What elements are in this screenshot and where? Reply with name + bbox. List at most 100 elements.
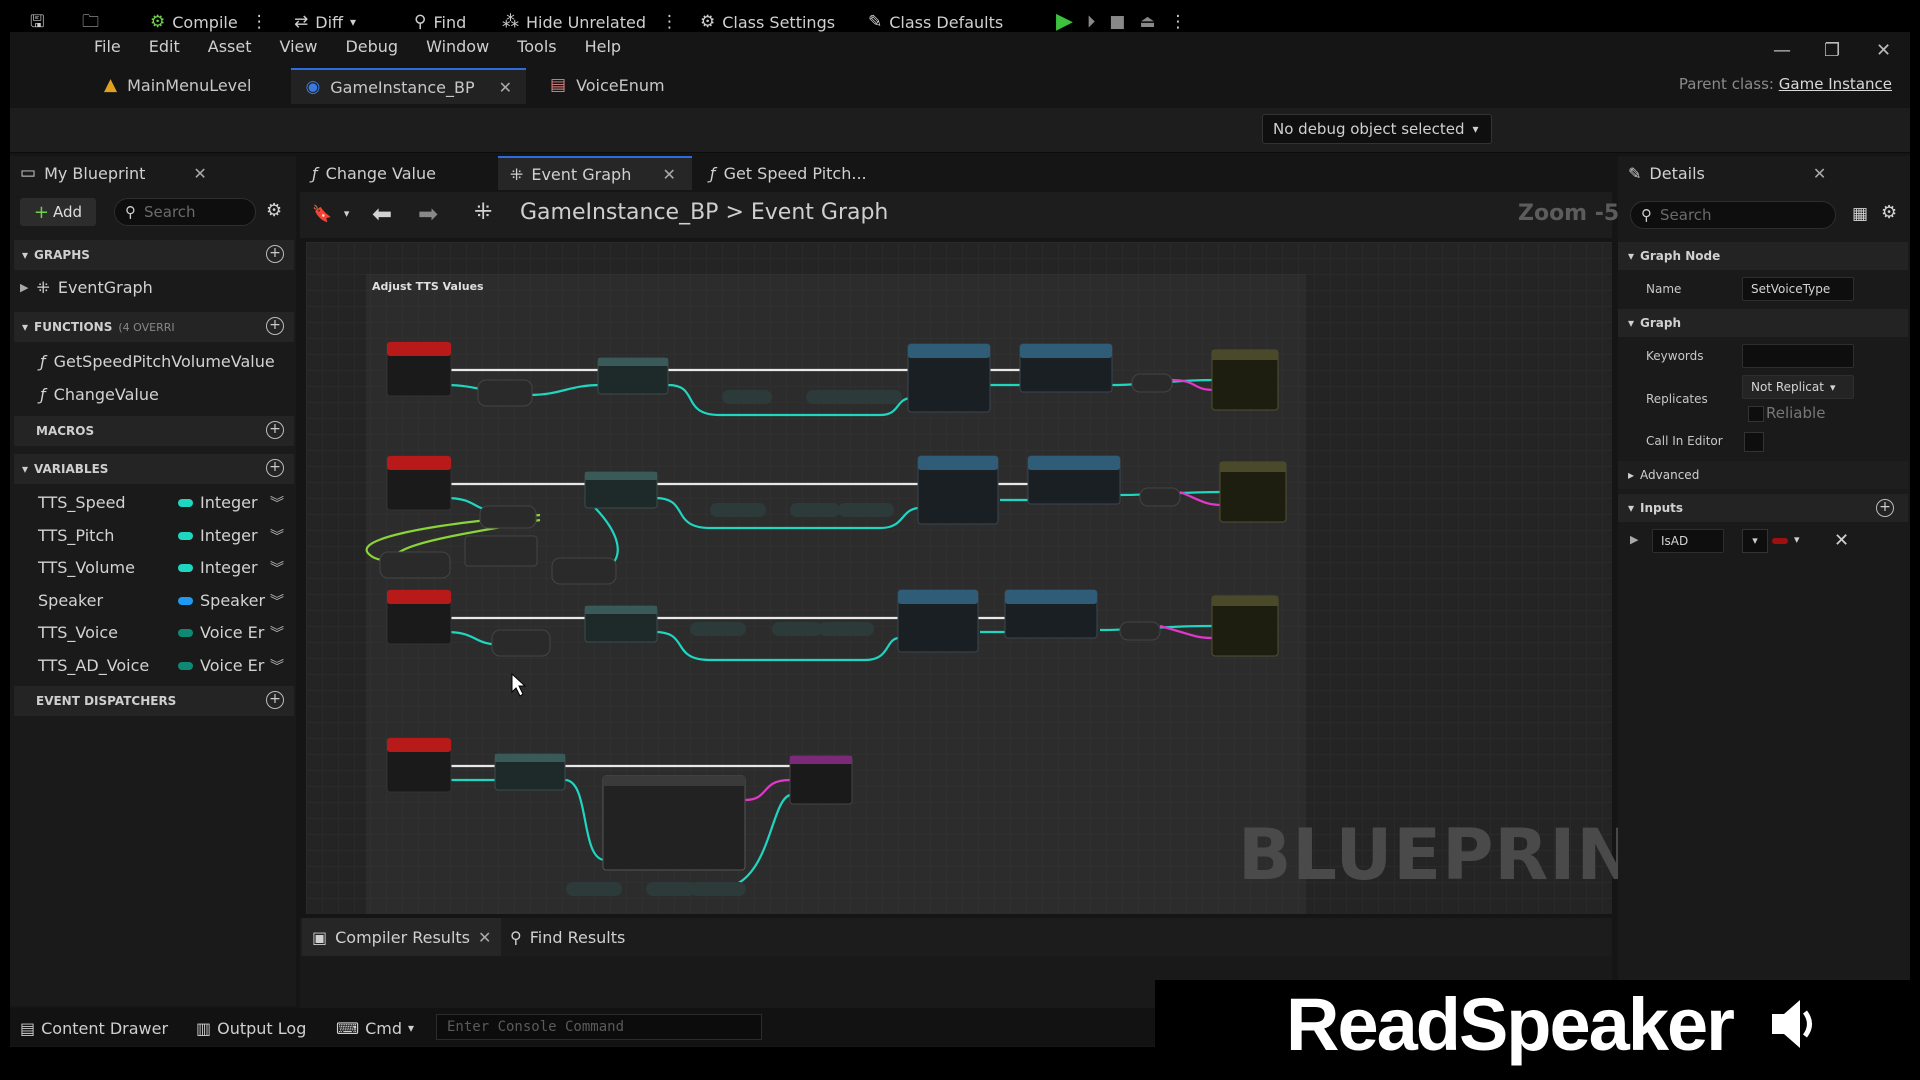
restore-icon[interactable]: ❐: [1824, 40, 1841, 61]
remove-input-icon[interactable]: ✕: [1834, 530, 1850, 551]
set-variable-node[interactable]: [597, 357, 669, 395]
doc-tab-voiceenum[interactable]: ▤ VoiceEnum: [536, 68, 679, 102]
function-call-node[interactable]: [917, 455, 999, 525]
custom-event-node[interactable]: [386, 737, 452, 793]
class-settings-button[interactable]: ⚙ Class Settings: [700, 10, 835, 34]
compile-button[interactable]: ⚙ Compile ⋮: [150, 10, 268, 34]
close-tab-icon[interactable]: ✕: [478, 927, 492, 947]
menu-asset[interactable]: Asset: [207, 37, 252, 56]
variable-type[interactable]: Voice Er: [200, 655, 265, 675]
math-node[interactable]: [379, 551, 451, 579]
getter-node[interactable]: [690, 622, 874, 636]
math-node[interactable]: [551, 557, 617, 585]
set-variable-node[interactable]: [494, 753, 566, 791]
bookmark-icon[interactable]: 🔖▾: [312, 204, 350, 223]
class-defaults-button[interactable]: ✎ Class Defaults: [868, 10, 1003, 34]
function-call-node[interactable]: [1004, 589, 1098, 639]
variable-type[interactable]: Integer: [200, 493, 258, 512]
set-voice-node[interactable]: [789, 755, 853, 805]
function-item[interactable]: ƒ ChangeValue: [40, 385, 159, 404]
details-tab[interactable]: ✎ Details ✕: [1628, 156, 1826, 190]
add-macro-icon[interactable]: +: [266, 421, 284, 439]
format-text-node[interactable]: [1211, 595, 1279, 657]
breadcrumb-blueprint[interactable]: GameInstance_BP: [520, 200, 719, 225]
call-in-editor-checkbox[interactable]: [1744, 432, 1764, 452]
variable-type[interactable]: Integer: [200, 525, 258, 545]
stop-icon[interactable]: ■: [1109, 11, 1126, 32]
graph-tab-change-value[interactable]: ƒ Change Value: [300, 156, 448, 190]
variable-type[interactable]: Speaker: [200, 590, 266, 610]
find-button[interactable]: ⚲ Find: [414, 10, 466, 34]
settings-gear-icon[interactable]: ⚙: [266, 200, 283, 221]
getter-node[interactable]: [566, 882, 746, 896]
add-function-icon[interactable]: +: [266, 317, 284, 335]
table-view-icon[interactable]: ▦: [1852, 204, 1869, 224]
add-button[interactable]: + Add: [20, 198, 96, 226]
close-tab-icon[interactable]: ✕: [1812, 163, 1827, 183]
comment-title[interactable]: Adjust TTS Values: [372, 280, 484, 293]
doc-tab-gameinstance[interactable]: ◉ GameInstance_BP ✕: [291, 68, 526, 104]
custom-event-node[interactable]: [386, 455, 452, 511]
close-tab-icon[interactable]: ✕: [498, 77, 512, 97]
hide-unrelated-button[interactable]: ⁂ Hide Unrelated ⋮: [502, 10, 678, 34]
close-tab-icon[interactable]: ✕: [193, 163, 207, 183]
math-node[interactable]: [479, 505, 537, 529]
chevron-down-icon[interactable]: ︾: [270, 496, 284, 512]
graph-tab-event-graph[interactable]: ⁜ Event Graph ✕: [497, 156, 692, 190]
menu-edit[interactable]: Edit: [148, 37, 180, 56]
function-item[interactable]: ƒ GetSpeedPitchVolumeValue: [40, 352, 275, 371]
function-call-node[interactable]: [1027, 455, 1121, 505]
type-dropdown[interactable]: ▾: [1742, 529, 1768, 553]
add-dispatcher-icon[interactable]: +: [266, 691, 284, 709]
format-text-node[interactable]: [1211, 349, 1279, 411]
math-node[interactable]: [464, 535, 538, 567]
debug-object-select[interactable]: No debug object selected ▾: [1262, 114, 1492, 144]
graph-section[interactable]: ▾Graph: [1618, 309, 1908, 337]
parent-class-link[interactable]: Game Instance: [1778, 75, 1892, 93]
input-name-field[interactable]: IsAD: [1652, 529, 1724, 553]
function-call-node[interactable]: [907, 343, 991, 413]
reliable-checkbox[interactable]: [1748, 406, 1764, 422]
chevron-down-icon[interactable]: ︾: [270, 593, 284, 610]
set-variable-node[interactable]: [584, 605, 658, 643]
set-variable-node[interactable]: [584, 471, 658, 509]
keywords-field[interactable]: [1742, 344, 1854, 368]
compiler-results-tab[interactable]: ▣ Compiler Results ✕: [302, 918, 502, 956]
macros-section[interactable]: MACROS +: [14, 416, 294, 446]
play-icon[interactable]: ▶: [1056, 9, 1073, 34]
select-node[interactable]: [602, 775, 746, 871]
variable-type[interactable]: Voice Er: [200, 623, 265, 642]
console-input[interactable]: Enter Console Command: [436, 1014, 762, 1040]
variables-section[interactable]: ▾VARIABLES +: [14, 454, 294, 484]
format-text-node[interactable]: [1219, 461, 1287, 523]
graph-node-section[interactable]: ▾Graph Node: [1618, 242, 1908, 270]
math-node[interactable]: [491, 629, 551, 657]
chevron-down-icon[interactable]: ︾: [270, 528, 284, 545]
functions-section[interactable]: ▾FUNCTIONS (4 OVERRI +: [14, 312, 294, 342]
gear-icon[interactable]: ⚙: [1881, 202, 1898, 223]
find-results-tab[interactable]: ⚲ Find Results: [500, 918, 635, 956]
menu-window[interactable]: Window: [426, 37, 490, 56]
menu-tools[interactable]: Tools: [517, 37, 557, 56]
close-tab-icon[interactable]: ✕: [662, 164, 676, 184]
function-call-node[interactable]: [897, 589, 979, 653]
function-call-node[interactable]: [1019, 343, 1113, 393]
custom-event-node[interactable]: [386, 589, 452, 645]
save-button[interactable]: 🖫: [30, 10, 44, 34]
graphs-section[interactable]: ▾GRAPHS +: [14, 240, 294, 270]
conversion-node[interactable]: [1119, 373, 1181, 641]
math-node[interactable]: [477, 379, 533, 407]
cmd-dropdown[interactable]: ⌨ Cmd ▾: [336, 1016, 414, 1040]
custom-event-node[interactable]: [386, 341, 452, 397]
add-input-icon[interactable]: +: [1876, 499, 1894, 517]
graph-tab-get-speed-pitch[interactable]: ƒ Get Speed Pitch...: [698, 156, 879, 190]
menu-debug[interactable]: Debug: [345, 37, 399, 56]
getter-node[interactable]: [722, 390, 902, 404]
eject-icon[interactable]: ⏏: [1139, 11, 1156, 32]
chevron-down-icon[interactable]: ▾: [1794, 533, 1800, 546]
chevron-down-icon[interactable]: ︾: [270, 658, 284, 675]
